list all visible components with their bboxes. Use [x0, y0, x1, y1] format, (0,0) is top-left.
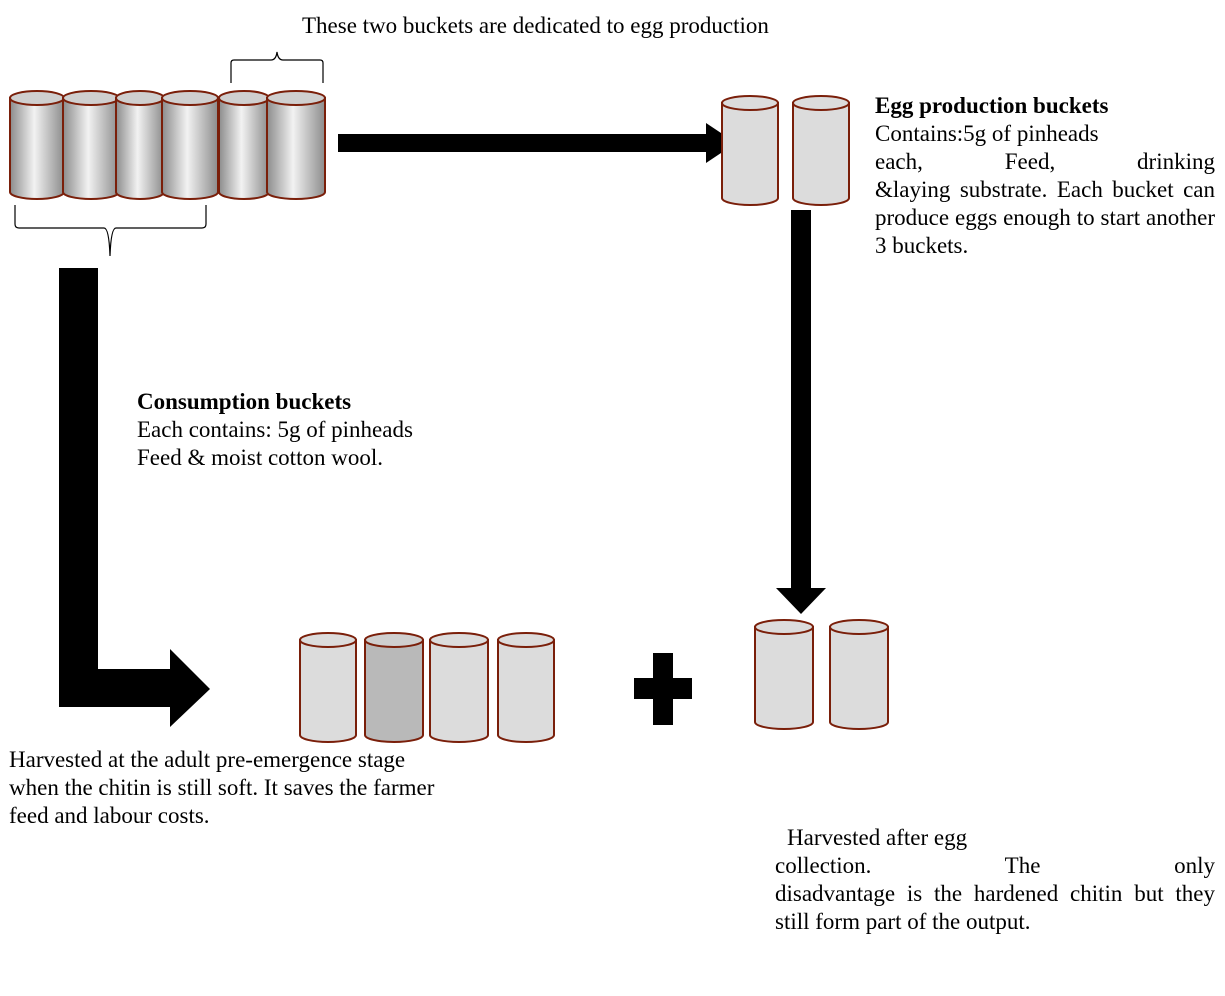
- consumption-bucket-4: [497, 632, 555, 743]
- bucket-2: [62, 90, 120, 200]
- consumption-description: Consumption buckets Each contains: 5g of…: [137, 388, 537, 472]
- egg-production-description: Egg production buckets Contains:5g of pi…: [875, 92, 1215, 260]
- egg-harvest-line-1: Harvested after egg: [787, 825, 968, 850]
- arrow-down-to-egg-harvest: [776, 210, 826, 614]
- consumption-bucket-1: [299, 632, 357, 743]
- adult-harvest-line-2: when the chitin is still soft. It saves …: [9, 775, 435, 800]
- starting-buckets-group: [9, 90, 326, 200]
- consumption-buckets-brace: [14, 205, 207, 257]
- egg-bucket-1: [721, 95, 779, 206]
- consumption-bucket-2: [364, 632, 424, 743]
- egg-harvest-bucket-1: [754, 619, 814, 730]
- consumption-line-1: Each contains: 5g of pinheads: [137, 417, 413, 442]
- bucket-6: [266, 90, 326, 200]
- egg-harvest-line-2: collection. The only: [775, 853, 1215, 878]
- egg-harvest-body: disadvantage is the hardened chitin but …: [775, 881, 1215, 934]
- egg-production-body: &laying substrate. Each bucket can produ…: [875, 177, 1215, 258]
- egg-production-contains: Contains:5g of pinheads: [875, 121, 1099, 146]
- bucket-5: [218, 90, 270, 200]
- egg-harvest-buckets: [754, 619, 889, 730]
- arrow-to-egg-buckets: [338, 123, 736, 163]
- arrow-to-consumption-buckets: [59, 268, 210, 727]
- consumption-line-2: Feed & moist cotton wool.: [137, 445, 383, 470]
- egg-buckets-brace: [230, 51, 324, 83]
- adult-harvest-line-3: feed and labour costs.: [9, 803, 210, 828]
- consumption-title: Consumption buckets: [137, 389, 352, 414]
- egg-harvest-bucket-2: [829, 619, 889, 730]
- adult-harvest-line-1: Harvested at the adult pre-emergence sta…: [9, 747, 406, 772]
- egg-dedicated-caption: These two buckets are dedicated to egg p…: [302, 13, 769, 38]
- consumption-bucket-3: [429, 632, 489, 743]
- egg-production-title: Egg production buckets: [875, 93, 1109, 118]
- bucket-1: [9, 90, 65, 200]
- bucket-4: [161, 90, 219, 200]
- consumption-buckets: [299, 632, 555, 743]
- egg-production-line: each, Feed, drinking: [875, 149, 1215, 174]
- egg-bucket-2: [792, 95, 850, 206]
- egg-production-buckets: [721, 95, 850, 206]
- egg-harvest-note: Harvested after egg collection. The only…: [775, 824, 1215, 936]
- bucket-3: [115, 90, 165, 200]
- adult-harvest-note: Harvested at the adult pre-emergence sta…: [9, 746, 609, 830]
- plus-icon: [634, 653, 692, 725]
